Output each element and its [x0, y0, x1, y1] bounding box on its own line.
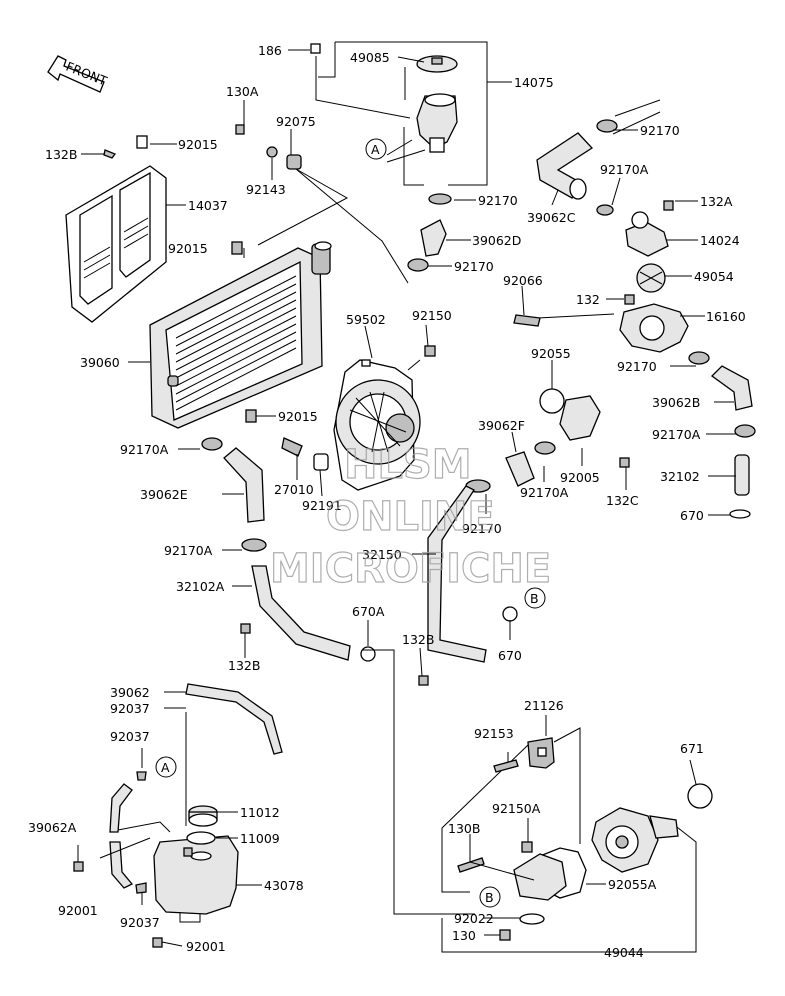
reservoir-group — [73, 683, 283, 948]
part-label: 670A — [352, 604, 385, 619]
part-label: 92005 — [560, 470, 600, 485]
part-label: 11012 — [240, 805, 280, 820]
part-label: 92150A — [492, 801, 541, 816]
part-label: 59502 — [346, 312, 386, 327]
callout-b-top: B — [524, 587, 546, 609]
part-label: 27010 — [274, 482, 314, 497]
part-label: 92015 — [178, 137, 218, 152]
part-label: 11009 — [240, 831, 280, 846]
part-label: 49085 — [350, 50, 390, 65]
part-label: 49054 — [694, 269, 734, 284]
part-label: 132B — [228, 658, 260, 673]
callout-a-bottom: A — [155, 756, 177, 778]
part-label: 92015 — [168, 241, 208, 256]
callout-b-top-label: B — [530, 591, 539, 606]
watermark-line-1: HLSM — [344, 442, 472, 488]
part-label: 14024 — [700, 233, 740, 248]
part-label: 32102A — [176, 579, 225, 594]
callout-a-bottom-label: A — [161, 760, 170, 775]
part-label: 670 — [680, 508, 704, 523]
front-direction-arrow: FRONT — [47, 55, 109, 93]
watermark: HLSM ONLINE MICROFICHE — [269, 441, 551, 592]
part-label: 671 — [680, 741, 704, 756]
part-label: 39062A — [28, 820, 77, 835]
part-label: 39062C — [527, 210, 576, 225]
watermark-line-2: ONLINE — [326, 494, 495, 540]
part-label: 132B — [402, 632, 434, 647]
part-label: 39062E — [140, 487, 188, 502]
part-label: 92037 — [110, 729, 150, 744]
part-label: 39062D — [472, 233, 521, 248]
part-label: 130B — [448, 821, 480, 836]
part-label: 92153 — [474, 726, 514, 741]
part-label: 92170A — [164, 543, 213, 558]
part-label: 92170 — [454, 259, 494, 274]
radiator-39060 — [149, 241, 332, 429]
part-label: 92170A — [600, 162, 649, 177]
part-label: 92015 — [278, 409, 318, 424]
part-label: 32150 — [362, 547, 402, 562]
part-label: 21126 — [524, 698, 564, 713]
part-label: 92170 — [617, 359, 657, 374]
part-label: 39060 — [80, 355, 120, 370]
part-label: 92170 — [478, 193, 518, 208]
part-label: 92022 — [454, 911, 494, 926]
part-label: 92143 — [246, 182, 286, 197]
part-label: 670 — [498, 648, 522, 663]
callout-b-bottom-label: B — [485, 890, 494, 905]
radiator-screen-14037 — [65, 165, 167, 323]
part-label: 39062 — [110, 685, 150, 700]
part-label: 92001 — [186, 939, 226, 954]
part-label: 92066 — [503, 273, 543, 288]
upper-left-fasteners — [103, 110, 409, 284]
water-pump-group — [441, 715, 713, 953]
part-label: 92001 — [58, 903, 98, 918]
part-label: 130A — [226, 84, 259, 99]
watermark-line-3: MICROFICHE — [270, 546, 551, 592]
part-label: 49044 — [604, 945, 644, 960]
filler-neck-group — [310, 41, 488, 205]
part-label: 43078 — [264, 878, 304, 893]
part-label: 132 — [576, 292, 600, 307]
part-label: 92037 — [110, 701, 150, 716]
part-label: 92055A — [608, 877, 657, 892]
part-label: 39062F — [478, 418, 525, 433]
callout-a-top: A — [365, 138, 387, 160]
part-label: 32102 — [660, 469, 700, 484]
part-label: 92170 — [462, 521, 502, 536]
part-label: 92170 — [640, 123, 680, 138]
part-label: 16160 — [706, 309, 746, 324]
part-label: 39062B — [652, 395, 700, 410]
callout-b-bottom: B — [479, 886, 501, 908]
part-label: 92150 — [412, 308, 452, 323]
hoses-and-clamps — [201, 99, 756, 686]
part-label: 92191 — [302, 498, 342, 513]
leader-lines — [81, 49, 736, 915]
fan-assembly-59502 — [333, 345, 436, 491]
part-label: 186 — [258, 43, 282, 58]
part-label: 92170A — [652, 427, 701, 442]
part-labels: 186 49085 14075 130A 92075 92015 132B 14… — [28, 43, 746, 960]
callout-a-top-label: A — [371, 142, 380, 157]
part-label: 92170A — [520, 485, 569, 500]
part-label: 92075 — [276, 114, 316, 129]
part-label: 92170A — [120, 442, 169, 457]
part-label: 132A — [700, 194, 733, 209]
part-label: 132C — [606, 493, 639, 508]
part-label: 130 — [452, 928, 476, 943]
part-label: 14075 — [514, 75, 554, 90]
part-label: 14037 — [188, 198, 228, 213]
part-label: 132B — [45, 147, 77, 162]
part-label: 92055 — [531, 346, 571, 361]
part-label: 92037 — [120, 915, 160, 930]
